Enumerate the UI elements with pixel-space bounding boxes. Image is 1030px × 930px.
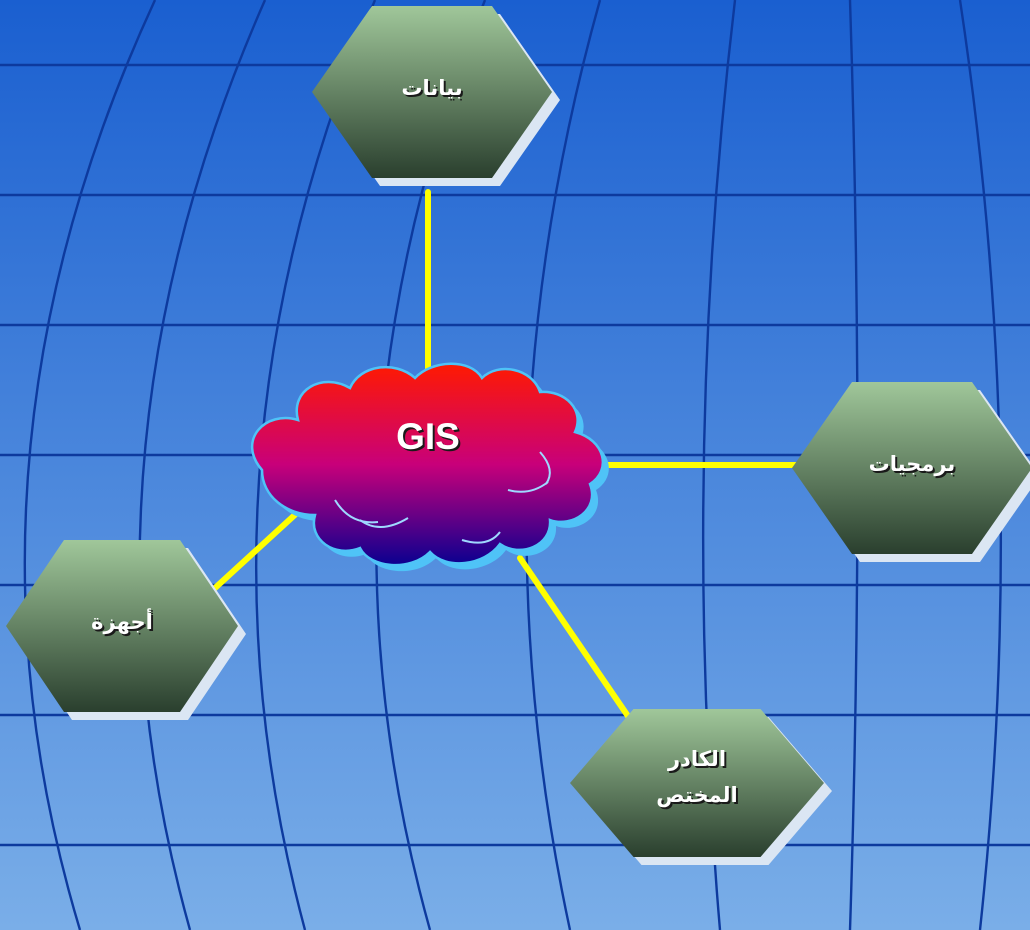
grid-meridian-line bbox=[138, 0, 267, 930]
cloud-shape bbox=[250, 362, 605, 567]
hexagon-node-data bbox=[312, 6, 560, 186]
hexagon-shape bbox=[570, 709, 824, 857]
gis-cloud-label: GIS bbox=[396, 416, 460, 457]
node-label-people-line-2: المختص bbox=[656, 783, 738, 807]
node-label-data: بيانات bbox=[332, 70, 532, 106]
node-label-software: برمجيات bbox=[812, 446, 1012, 482]
cloud-curl-line bbox=[334, 499, 379, 524]
hexagon-node-people bbox=[570, 709, 832, 865]
node-label-data-line: بيانات bbox=[401, 76, 463, 100]
hexagon-shape bbox=[312, 6, 552, 178]
connector-line bbox=[517, 555, 635, 725]
node-label-hardware-line: أجهزة bbox=[91, 610, 153, 634]
hexagon-shape bbox=[6, 540, 238, 712]
hexagon-nodes bbox=[6, 6, 1030, 865]
connector-line bbox=[212, 509, 301, 591]
node-label-hardware: أجهزة bbox=[22, 604, 222, 640]
hexagon-node-software bbox=[792, 382, 1030, 562]
cloud-curl-line bbox=[507, 481, 549, 493]
node-label-people: الكادر المختص bbox=[597, 741, 797, 813]
grid-meridian-line bbox=[23, 0, 157, 930]
connectors bbox=[212, 189, 808, 725]
gis-cloud bbox=[250, 362, 609, 572]
cloud-curl-line bbox=[461, 531, 501, 544]
cloud-curl-line bbox=[539, 451, 551, 485]
hexagon-node-hardware bbox=[6, 540, 246, 720]
hexagon-shape bbox=[792, 382, 1030, 554]
node-label-software-line: برمجيات bbox=[868, 452, 956, 476]
cloud-curl-line bbox=[359, 517, 409, 528]
node-label-people-line-1: الكادر bbox=[667, 747, 727, 771]
